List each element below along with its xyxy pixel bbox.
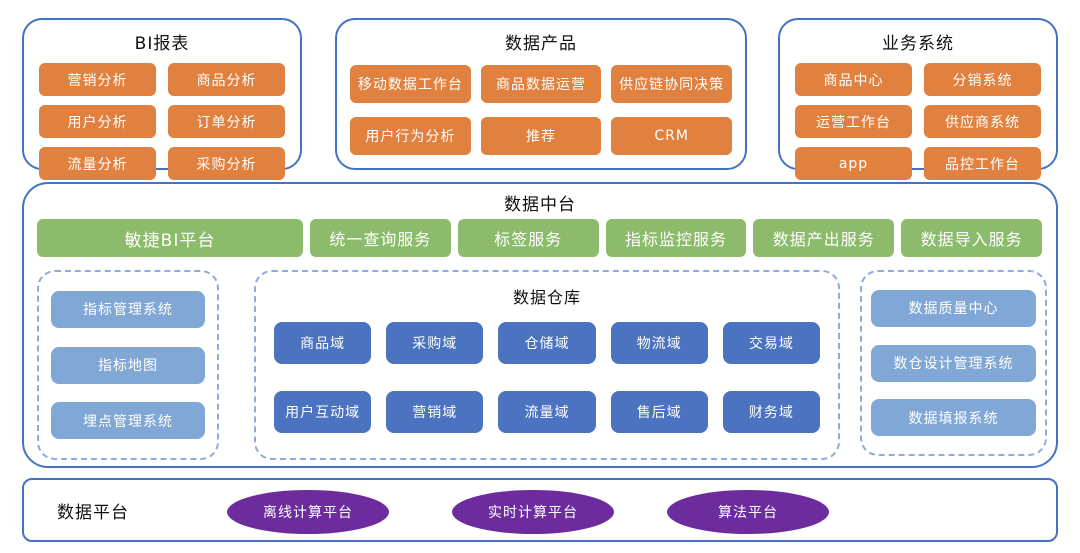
block-warehouse-design-management: 数仓设计管理系统 <box>871 344 1036 382</box>
service-metric-monitoring: 指标监控服务 <box>605 219 747 257</box>
service-unified-query: 统一查询服务 <box>310 219 451 257</box>
block-traffic-analysis: 流量分析 <box>39 147 156 180</box>
block-data-reporting-system: 数据填报系统 <box>871 399 1036 437</box>
business-systems-grid: 商品中心 分销系统 运营工作台 供应商系统 app 品控工作台 <box>780 54 1056 180</box>
service-bar: 敏捷BI平台 统一查询服务 标签服务 指标监控服务 数据产出服务 数据导入服务 <box>37 219 1042 257</box>
data-governance-stack: 数据质量中心 数仓设计管理系统 数据填报系统 <box>862 272 1045 454</box>
business-systems-panel: 业务系统 商品中心 分销系统 运营工作台 供应商系统 app 品控工作台 <box>778 18 1058 180</box>
data-warehouse-grid: 商品域 采购域 仓储域 物流域 交易域 用户互动域 营销域 流量域 售后域 财务… <box>256 308 838 433</box>
bi-reports-grid: 营销分析 商品分析 用户分析 订单分析 流量分析 采购分析 <box>24 54 300 180</box>
domain-traffic: 流量域 <box>498 391 596 433</box>
domain-product: 商品域 <box>274 322 372 364</box>
domain-transaction: 交易域 <box>722 322 820 364</box>
platform-realtime-computing: 实时计算平台 <box>452 490 614 534</box>
platform-offline-computing: 离线计算平台 <box>227 490 389 534</box>
block-product-center: 商品中心 <box>795 63 912 96</box>
block-app: app <box>795 147 912 180</box>
business-systems-title: 业务系统 <box>882 34 954 54</box>
block-product-data-ops: 商品数据运营 <box>480 65 602 103</box>
block-user-behavior-analysis: 用户行为分析 <box>350 117 471 155</box>
data-middle-platform-panel: 数据中台 敏捷BI平台 统一查询服务 标签服务 指标监控服务 数据产出服务 数据… <box>22 182 1058 468</box>
data-warehouse-group: 数据仓库 商品域 采购域 仓储域 物流域 交易域 用户互动域 营销域 流量域 售… <box>254 270 840 460</box>
metric-tools-stack: 指标管理系统 指标地图 埋点管理系统 <box>39 272 217 458</box>
service-data-import: 数据导入服务 <box>901 219 1042 257</box>
platform-algorithm: 算法平台 <box>667 490 829 534</box>
service-data-output: 数据产出服务 <box>753 219 895 257</box>
block-mobile-data-workbench: 移动数据工作台 <box>350 65 471 103</box>
block-order-analysis: 订单分析 <box>168 105 285 138</box>
data-products-title: 数据产品 <box>505 34 577 54</box>
block-product-analysis: 商品分析 <box>168 63 285 96</box>
block-metric-map: 指标地图 <box>51 346 205 384</box>
block-data-quality-center: 数据质量中心 <box>871 289 1036 327</box>
domain-user-interaction: 用户互动域 <box>274 391 372 433</box>
data-products-grid: 移动数据工作台 商品数据运营 供应链协同决策 用户行为分析 推荐 CRM <box>337 54 745 155</box>
data-products-panel: 数据产品 移动数据工作台 商品数据运营 供应链协同决策 用户行为分析 推荐 CR… <box>335 18 747 170</box>
data-governance-group: 数据质量中心 数仓设计管理系统 数据填报系统 <box>860 270 1047 456</box>
data-warehouse-title: 数据仓库 <box>512 288 581 307</box>
block-procurement-analysis: 采购分析 <box>168 147 285 180</box>
data-middle-platform-title: 数据中台 <box>504 195 576 215</box>
block-user-analysis: 用户分析 <box>39 105 156 138</box>
block-quality-control-workbench: 品控工作台 <box>924 147 1041 180</box>
data-platform-title: 数据平台 <box>57 502 129 523</box>
block-ops-workbench: 运营工作台 <box>795 105 912 138</box>
bi-reports-panel: BI报表 营销分析 商品分析 用户分析 订单分析 流量分析 采购分析 <box>22 18 302 180</box>
block-supply-chain-decision: 供应链协同决策 <box>611 65 732 103</box>
service-agile-bi: 敏捷BI平台 <box>37 219 303 257</box>
domain-after-sales: 售后域 <box>610 391 708 433</box>
domain-finance: 财务域 <box>722 391 820 433</box>
domain-logistics: 物流域 <box>610 322 708 364</box>
domain-procurement: 采购域 <box>386 322 484 364</box>
block-tracking-management-system: 埋点管理系统 <box>51 402 205 440</box>
bi-reports-title: BI报表 <box>134 34 190 54</box>
domain-marketing: 营销域 <box>386 391 484 433</box>
block-supplier-system: 供应商系统 <box>924 105 1041 138</box>
block-marketing-analysis: 营销分析 <box>39 63 156 96</box>
block-crm: CRM <box>611 117 732 155</box>
domain-warehousing: 仓储域 <box>498 322 596 364</box>
block-recommendation: 推荐 <box>480 117 602 155</box>
metric-tools-group: 指标管理系统 指标地图 埋点管理系统 <box>37 270 219 460</box>
block-metric-management-system: 指标管理系统 <box>51 290 205 328</box>
block-distribution-system: 分销系统 <box>924 63 1041 96</box>
data-platform-panel: 数据平台 离线计算平台 实时计算平台 算法平台 <box>22 478 1058 542</box>
service-tagging: 标签服务 <box>457 219 599 257</box>
